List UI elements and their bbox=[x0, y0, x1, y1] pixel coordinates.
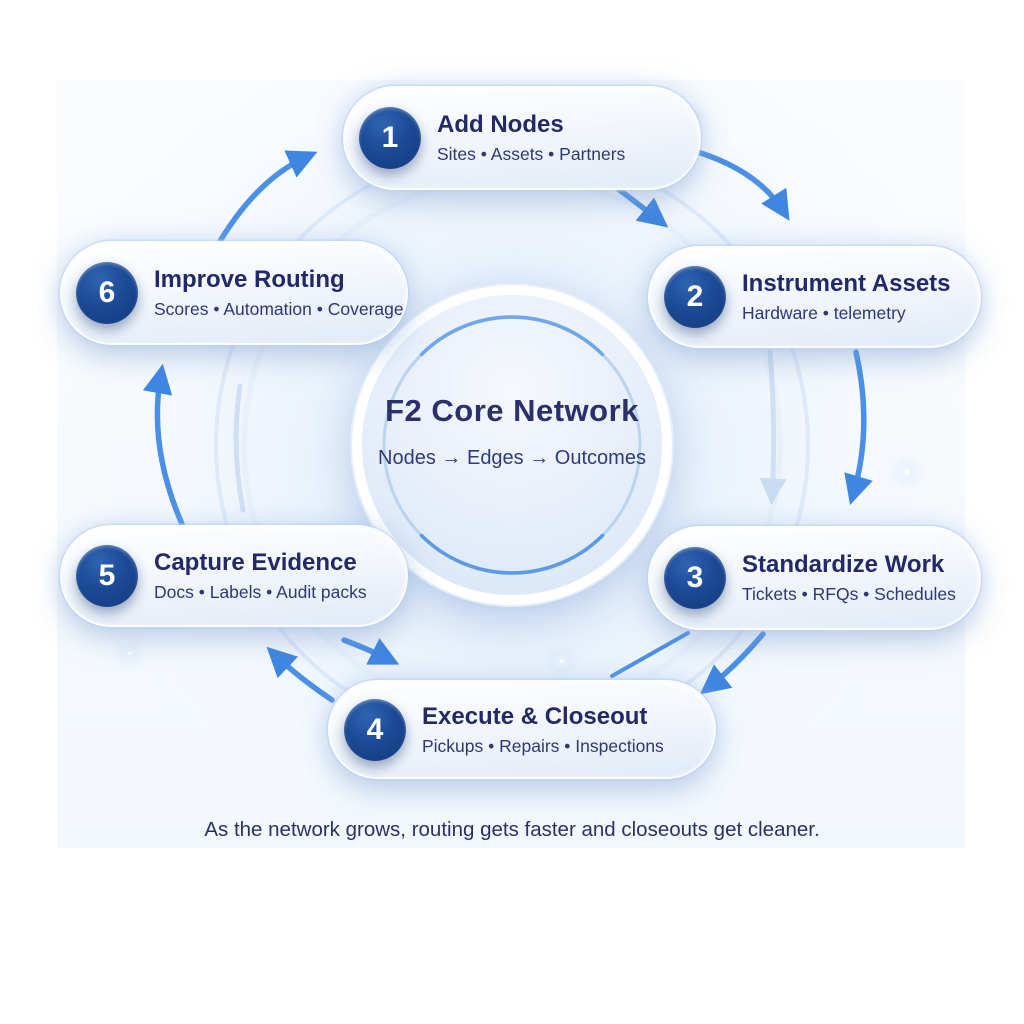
step-node-6: 6 Improve Routing Scores • Automation • … bbox=[62, 243, 406, 343]
step-title: Improve Routing bbox=[154, 266, 345, 293]
footer-caption: As the network grows, routing gets faste… bbox=[204, 818, 820, 841]
hub-ring bbox=[382, 315, 642, 575]
hub-title: F2 Core Network bbox=[385, 393, 639, 428]
step-number-badge: 4 bbox=[344, 698, 406, 761]
step-subtitle: Hardware • telemetry bbox=[742, 303, 906, 323]
step-title: Instrument Assets bbox=[742, 270, 951, 297]
step-node-3: 3 Standardize Work Tickets • RFQs • Sche… bbox=[650, 528, 979, 628]
step-number-badge: 2 bbox=[664, 266, 726, 328]
step-subtitle: Scores • Automation • Coverage bbox=[154, 299, 404, 319]
sparkle-dot bbox=[128, 652, 131, 655]
step-title: Execute & Closeout bbox=[422, 702, 648, 730]
step-node-4: 4 Execute & Closeout Pickups • Repairs •… bbox=[330, 682, 714, 777]
step-subtitle: Pickups • Repairs • Inspections bbox=[422, 735, 664, 756]
step-title: Standardize Work bbox=[742, 551, 945, 578]
step-node-1: 1 Add Nodes Sites • Assets • Partners bbox=[345, 88, 699, 188]
step-title: Add Nodes bbox=[437, 111, 564, 138]
step-subtitle: Sites • Assets • Partners bbox=[437, 144, 626, 164]
step-number-badge: 5 bbox=[76, 545, 138, 607]
sparkle-dot bbox=[905, 470, 909, 474]
step-number-badge: 6 bbox=[76, 262, 138, 324]
step-title: Capture Evidence bbox=[154, 549, 357, 576]
step-number-badge: 3 bbox=[664, 547, 726, 609]
hub-subtitle: Nodes → Edges → Outcomes bbox=[378, 447, 646, 469]
step-number-badge: 1 bbox=[359, 107, 421, 169]
core-network-hub: F2 Core Network Nodes → Edges → Outcomes bbox=[362, 295, 662, 595]
step-node-5: 5 Capture Evidence Docs • Labels • Audit… bbox=[62, 527, 406, 625]
step-subtitle: Tickets • RFQs • Schedules bbox=[742, 584, 956, 604]
step-node-2: 2 Instrument Assets Hardware • telemetry bbox=[650, 248, 979, 346]
step-subtitle: Docs • Labels • Audit packs bbox=[154, 582, 367, 602]
sparkle-dot bbox=[560, 660, 563, 663]
